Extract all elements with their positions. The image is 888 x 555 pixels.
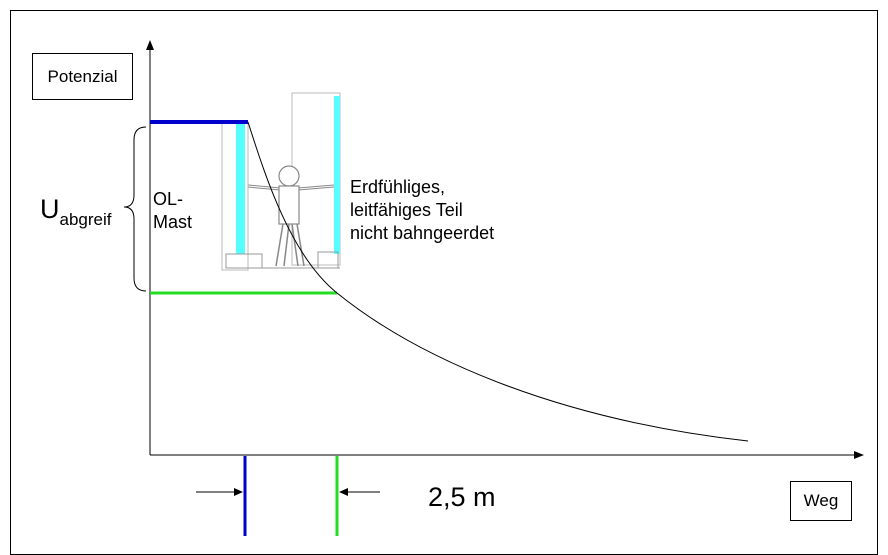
x-axis-arrowhead	[854, 451, 864, 459]
conductive-part-label-line-3: nicht bahngeerdet	[350, 223, 495, 243]
y-axis-label-box: Potenzial	[32, 53, 133, 100]
u-abgreif-brace	[123, 126, 147, 292]
mast-cyan-bar	[236, 124, 245, 254]
u-abgreif-subscript: abgreif	[59, 210, 112, 229]
x-axis-label-box: Weg	[790, 481, 852, 521]
u-abgreif-main: U	[40, 194, 60, 224]
left-distance-arrowhead	[234, 488, 243, 496]
right-distance-arrowhead	[339, 488, 348, 496]
x-axis-label: Weg	[803, 491, 839, 510]
distance-label: 2,5 m	[428, 482, 496, 512]
conductive-part-label-line-1: Erdfühliges,	[350, 177, 446, 197]
mast-label: OL- Mast	[153, 188, 192, 234]
conductive-part-label: Erdfühliges, leitfähiges Teil nicht bahn…	[350, 176, 494, 245]
y-axis-arrowhead	[146, 40, 154, 50]
potential-decay-curve	[247, 121, 749, 442]
conductive-part-label-line-2: leitfähiges Teil	[350, 200, 463, 220]
y-axis-label: Potenzial	[47, 66, 118, 86]
u-abgreif-label: Uabgreif	[40, 194, 111, 230]
mast-label-line-2: Mast	[153, 212, 193, 232]
mast-label-line-1: OL-	[153, 189, 184, 209]
person-touching-figure-icon	[221, 92, 341, 271]
part-cyan-bar	[334, 96, 340, 254]
